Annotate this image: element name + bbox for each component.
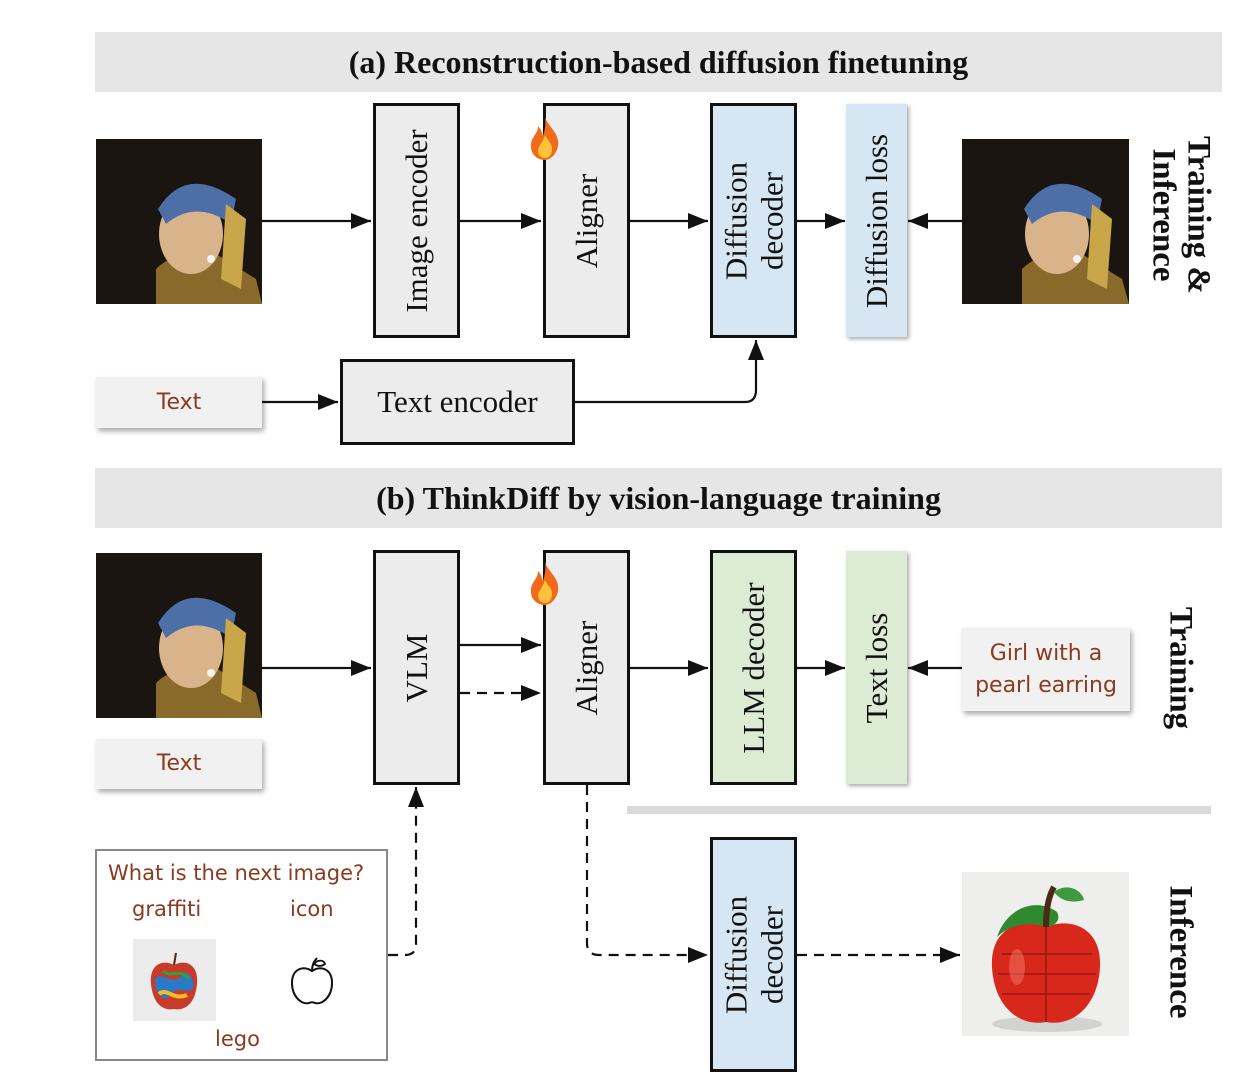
prompt-label-lego: lego	[215, 1027, 260, 1051]
image-encoder-box: Image encoder	[373, 103, 460, 338]
arrow-aligner-to-diffusion-inference	[585, 785, 708, 963]
input-portrait-image-b	[96, 553, 262, 718]
text-loss-box: Text loss	[846, 551, 907, 784]
prompt-label-graffiti: graffiti	[132, 897, 202, 921]
diffusion-loss-box: Diffusion loss	[846, 104, 907, 337]
apple-outline-icon	[289, 955, 335, 1007]
arrow-prompt-to-vlm	[388, 787, 424, 957]
text-input-card-b: Text	[96, 739, 262, 789]
section-a-title: (a) Reconstruction-based diffusion finet…	[95, 32, 1222, 92]
fire-icon	[526, 560, 564, 606]
prompt-panel: What is the next image? graffiti icon le…	[95, 849, 388, 1061]
text-input-card-a: Text	[96, 377, 262, 428]
section-b-title: (b) ThinkDiff by vision-language trainin…	[95, 468, 1222, 528]
text-encoder-box: Text encoder	[340, 359, 575, 445]
graffiti-apple-image	[133, 939, 216, 1021]
prompt-label-icon: icon	[290, 897, 334, 921]
training-inference-divider	[627, 806, 1211, 814]
input-portrait-image-a	[96, 139, 262, 304]
llm-decoder-box: LLM decoder	[710, 550, 797, 785]
prompt-question: What is the next image?	[108, 861, 365, 885]
diffusion-decoder-box-b: Diffusion decoder	[710, 837, 797, 1072]
arrow-textencoder-to-diffusion	[575, 340, 764, 404]
fire-icon	[526, 115, 564, 161]
vlm-box: VLM	[373, 550, 460, 785]
output-lego-apple-image	[962, 872, 1129, 1036]
target-text-card: Girl with a pearl earring	[962, 628, 1130, 711]
target-portrait-image-a	[962, 139, 1129, 304]
diffusion-decoder-box-a: Diffusion decoder	[710, 103, 797, 338]
